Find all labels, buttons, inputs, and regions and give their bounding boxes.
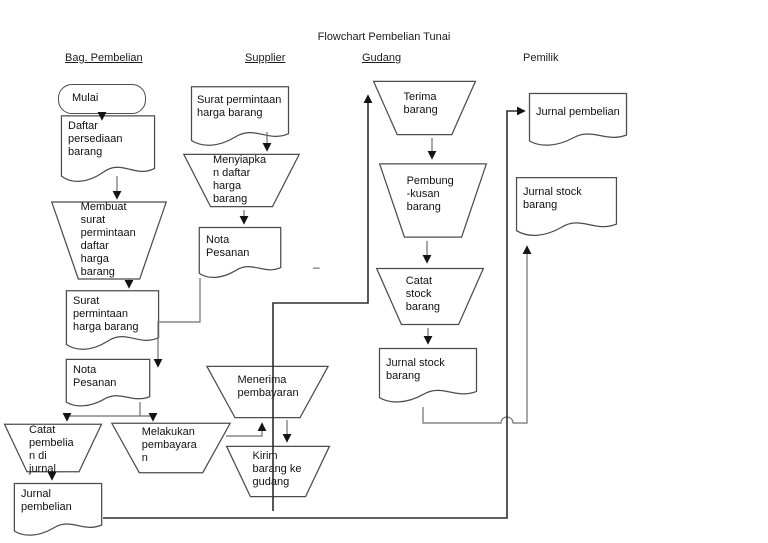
node-document-jurnal-pembelian-bag: Jurnal pembelian bbox=[13, 482, 103, 542]
document-shape bbox=[13, 482, 103, 542]
node-manualop-melakukan-pembayaran: Melakukan pembayara n bbox=[110, 422, 232, 474]
node-label: Menerima pembayaran bbox=[237, 374, 299, 399]
lane-header-bag-pembelian: Bag. Pembelian bbox=[65, 52, 143, 64]
node-document-jurnal-stock-barang-pemilik: Jurnal stock barang bbox=[515, 176, 618, 243]
node-document-jurnal-stock-barang-gudang: Jurnal stock barang bbox=[378, 347, 478, 409]
node-manualop-kirim-barang-ke-gudang: Kirim barang ke gudang bbox=[225, 445, 331, 498]
node-label: Pembung -kusan barang bbox=[406, 175, 454, 213]
node-label: Catat pembelia n di jurnal bbox=[29, 424, 74, 475]
node-manualop-catat-pembelian-di-jurnal: Catat pembelia n di jurnal bbox=[3, 423, 103, 475]
node-document-surat-permintaan-harga-barang-sup: Surat permintaan harga barang bbox=[190, 85, 290, 153]
node-document-nota-pesanan-bag: Nota Pesanan bbox=[65, 358, 151, 412]
node-label: Kirim barang ke gudang bbox=[252, 450, 302, 488]
node-manualop-terima-barang: Terima barang bbox=[372, 80, 477, 136]
node-label: Nota Pesanan bbox=[206, 234, 250, 259]
node-label: Surat permintaan harga barang bbox=[73, 295, 139, 333]
node-label: Mulai bbox=[72, 92, 99, 104]
node-label: Melakukan pembayara n bbox=[141, 426, 197, 464]
node-label: Jurnal stock barang bbox=[523, 186, 582, 211]
node-label: Jurnal pembelian bbox=[21, 488, 72, 513]
node-label: Daftar persediaan barang bbox=[68, 120, 123, 158]
node-label: Nota Pesanan bbox=[73, 364, 117, 389]
lane-header-gudang: Gudang bbox=[362, 52, 402, 64]
node-label: Surat permintaan harga barang bbox=[197, 94, 282, 119]
lane-header-pemilik: Pemilik bbox=[523, 52, 559, 64]
document-shape bbox=[528, 92, 628, 152]
node-document-daftar-persediaan-barang: Daftar persediaan barang bbox=[60, 114, 156, 190]
dash-annotation: – bbox=[313, 260, 320, 274]
node-document-surat-permintaan-harga-barang-bag: Surat permintaan harga barang bbox=[65, 289, 160, 357]
node-label: Jurnal stock barang bbox=[386, 357, 445, 382]
document-shape bbox=[515, 176, 618, 243]
node-manualop-catat-stock-barang: Catat stock barang bbox=[375, 267, 485, 326]
node-manualop-menyiapkan-daftar-harga: Menyiapka n daftar harga barang bbox=[182, 153, 301, 208]
node-label: Menyiapka n daftar harga barang bbox=[212, 154, 267, 205]
trapezoid-shape bbox=[3, 423, 103, 473]
node-manualop-menerima-pembayaran: Menerima pembayaran bbox=[205, 365, 330, 419]
node-label: Jurnal pembelian bbox=[536, 106, 620, 118]
arrow-notasup-to-notabag bbox=[153, 278, 201, 368]
node-manualop-pembungkusan-barang: Pembung -kusan barang bbox=[378, 162, 488, 239]
node-label: Terima barang bbox=[403, 91, 438, 116]
node-label: Catat stock barang bbox=[405, 275, 441, 313]
node-manualop-membuat-surat-permintaan: Membuat surat permintaan daftar harga ba… bbox=[50, 200, 168, 281]
diagram-title: Flowchart Pembelian Tunai bbox=[317, 31, 451, 43]
node-document-jurnal-pembelian-pemilik: Jurnal pembelian bbox=[528, 92, 628, 152]
node-terminator-mulai: Mulai bbox=[58, 84, 146, 114]
node-label: Membuat surat permintaan daftar harga ba… bbox=[80, 201, 136, 278]
lane-header-supplier: Supplier bbox=[245, 52, 286, 64]
node-document-nota-pesanan-sup: Nota Pesanan bbox=[198, 226, 282, 284]
